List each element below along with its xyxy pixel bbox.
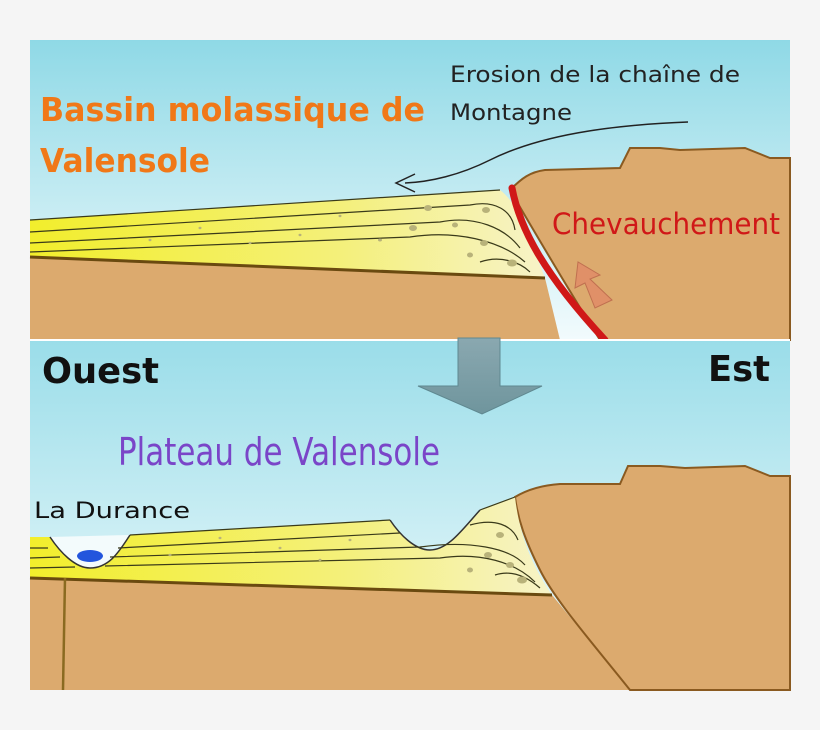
erosion-label-line2: Montagne xyxy=(450,101,572,126)
bottom-basement-rock xyxy=(30,578,630,690)
top-mountain-block xyxy=(508,146,791,341)
bottom-panel: Ouest Est Plateau de Valensole La Duranc… xyxy=(29,340,791,691)
top-panel: Bassin molassique de Valensole Erosion d… xyxy=(29,40,791,344)
bottom-base-contact xyxy=(29,576,553,597)
east-valley xyxy=(389,509,481,551)
west-label: Ouest xyxy=(42,351,159,392)
east-label: Est xyxy=(708,349,770,390)
durance-fault xyxy=(61,577,67,691)
thrust-label: Chevauchement xyxy=(552,207,780,241)
bottom-molasse-plateau xyxy=(30,497,552,595)
river-water xyxy=(77,550,103,562)
erosion-arrow xyxy=(394,121,689,193)
erosion-label-line1: Erosion de la chaîne de xyxy=(450,63,740,88)
river-label: La Durance xyxy=(34,499,190,524)
top-base-contact xyxy=(29,255,546,280)
uplift-arrow xyxy=(574,261,613,309)
thrust-fault-line xyxy=(508,184,609,344)
bottom-molasse-layers xyxy=(29,496,541,589)
plateau-label: Plateau de Valensole xyxy=(118,430,440,474)
top-title-line1: Bassin molassique de xyxy=(40,90,425,129)
bottom-mountain-block xyxy=(513,464,791,691)
transition-arrow xyxy=(417,337,543,415)
top-basement-rock xyxy=(30,257,560,340)
top-pebbles xyxy=(148,205,517,267)
top-title-line2: Valensole xyxy=(40,141,210,180)
bottom-pebbles xyxy=(168,532,527,584)
